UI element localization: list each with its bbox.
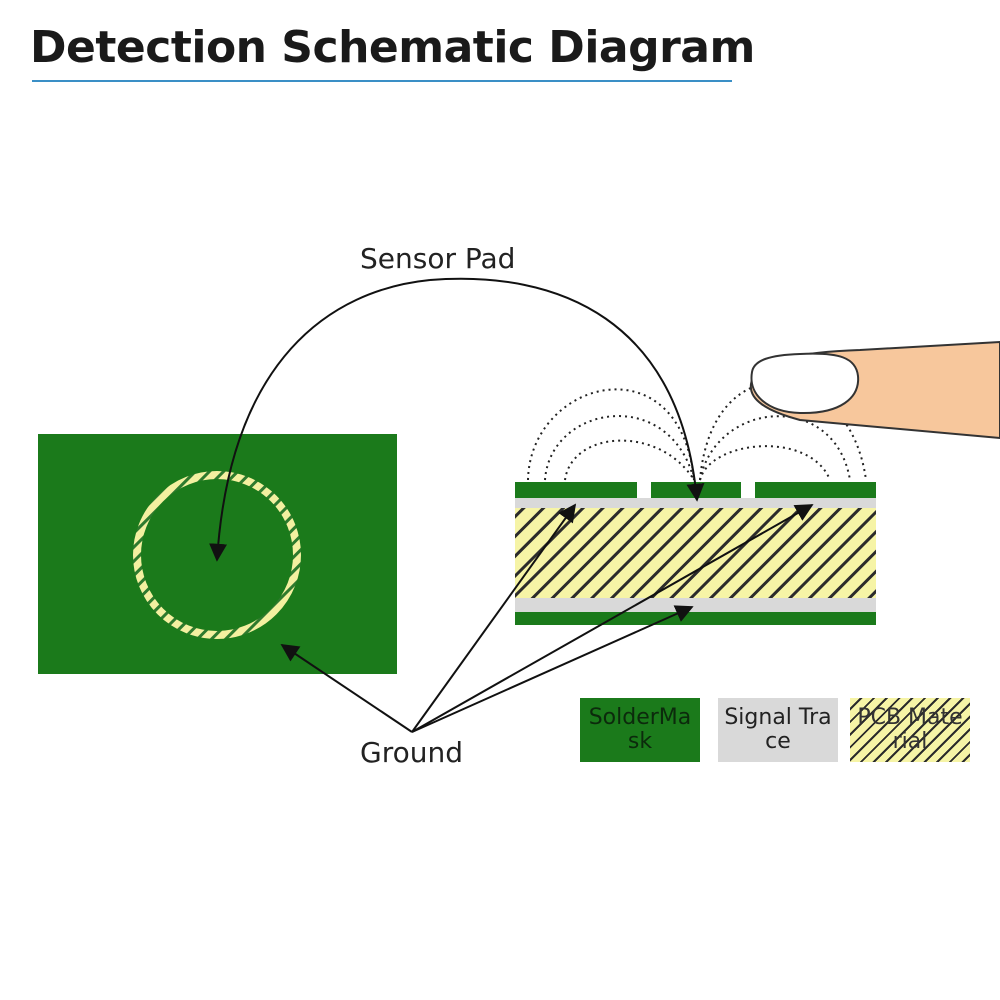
pcb-material	[515, 508, 876, 598]
legend-pcb-material: PCB Material	[850, 698, 970, 762]
sensor-pad-arrow-section	[429, 277, 705, 502]
solder-mask-bottom	[515, 612, 876, 625]
ground-label: Ground	[360, 736, 463, 769]
legend-signal-trace: Signal Trace	[718, 698, 838, 762]
field-lines	[527, 381, 867, 481]
signal-trace-top	[515, 498, 876, 508]
signal-trace-bottom	[515, 598, 876, 612]
solder-mask-top-left	[515, 482, 637, 498]
sensor-pad-ring	[133, 471, 301, 639]
legend-solder-mask: SolderMask	[580, 698, 700, 762]
finger-icon	[749, 340, 1000, 440]
ground-arrows	[280, 503, 814, 733]
sensor-pad-label: Sensor Pad	[360, 242, 516, 275]
page-title: Detection Schematic Diagram	[30, 22, 755, 73]
title-underline	[32, 80, 732, 82]
cross-section	[515, 482, 876, 625]
sensor-pad-arrow-top	[209, 279, 431, 562]
solder-mask-top-right	[755, 482, 876, 498]
